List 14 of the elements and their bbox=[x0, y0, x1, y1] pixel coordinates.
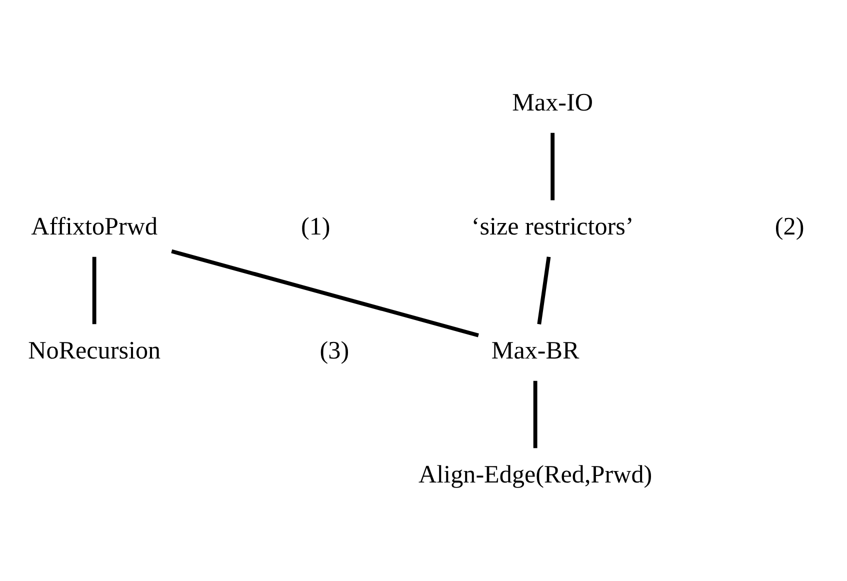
label: (3) bbox=[320, 337, 350, 364]
node-text: Align-Edge(Red,Prwd) bbox=[418, 461, 652, 488]
node-text: ‘size restrictors’ bbox=[471, 213, 634, 240]
node-text: AffixtoPrwd bbox=[31, 213, 158, 240]
label: (2) bbox=[774, 213, 804, 240]
connector bbox=[550, 132, 555, 200]
connector bbox=[537, 256, 551, 324]
connector bbox=[171, 249, 479, 338]
node-text: Max-IO bbox=[512, 89, 594, 116]
connector bbox=[92, 256, 96, 324]
node-text: Max-BR bbox=[491, 337, 580, 364]
node-text: NoRecursion bbox=[28, 337, 161, 364]
label: (1) bbox=[300, 213, 330, 240]
connector bbox=[533, 380, 538, 448]
